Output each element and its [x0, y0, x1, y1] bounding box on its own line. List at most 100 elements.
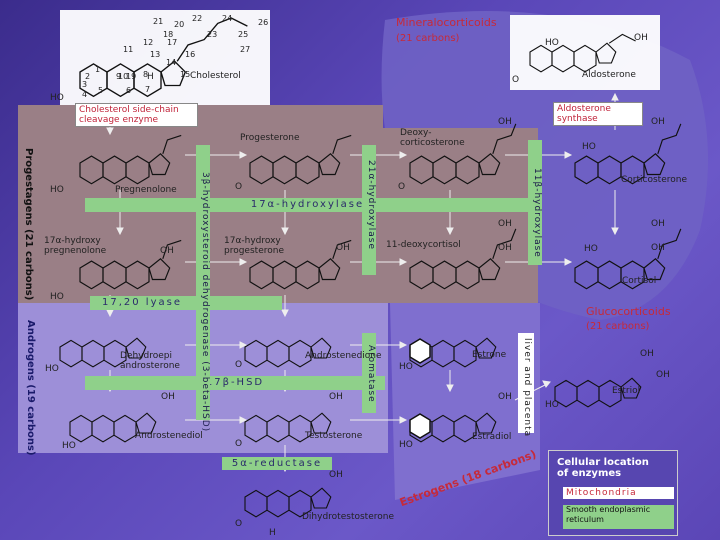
estrone-name: Estrone	[472, 350, 507, 360]
hydroxylase17-bar: 17α-hydroxylase	[85, 198, 530, 212]
deoxycorticosterone-name: Deoxy- corticosterone	[400, 128, 465, 148]
side-chain-enzyme-box: Cholesterol side-chain cleavage enzyme	[75, 103, 198, 127]
hsd3b-label: 3β-hydroxysteroid dehydrogenase (3-beta-…	[200, 172, 210, 433]
carbon-number: 19	[126, 72, 137, 81]
glucocorticoids-carbons: (21 carbons)	[586, 321, 650, 332]
estradiol-oh: OH	[498, 392, 512, 402]
oh-progesterone-structure	[249, 239, 352, 290]
carbon-number: 3	[82, 80, 88, 89]
androstenediol-name: Androstenediol	[135, 431, 203, 441]
carbon-number: 11	[123, 45, 134, 54]
carbon-number: 14	[166, 58, 177, 67]
hydroxylase11-label: 11β-hydroxylase	[532, 168, 542, 258]
aldosterone-structure	[529, 33, 636, 73]
carbon-number: 15	[180, 70, 191, 79]
legend-title: Cellular location of enzymes	[557, 457, 649, 479]
aromatic-rings	[409, 338, 431, 439]
carbon-number: 18	[163, 30, 174, 39]
carbon-number: 8	[143, 70, 149, 79]
oh-pregnenolone-structure	[79, 239, 182, 290]
aldosterone-name: Aldosterone	[582, 70, 636, 80]
hsd17-label: 17β-HSD	[205, 377, 265, 388]
progesterone-o: O	[235, 182, 243, 192]
oh-pregnenolone-oh: OH	[160, 246, 174, 256]
cholesterol-name: Cholesterol	[190, 71, 241, 81]
estradiol-name: Estradiol	[472, 432, 512, 442]
carbon-number: 25	[238, 30, 249, 39]
corticosterone-oh: OH	[651, 117, 665, 127]
cortisol-structure	[574, 228, 682, 290]
pregnenolone-name: Pregnenolone	[115, 185, 177, 195]
cortisol-name: Cortisol	[622, 276, 657, 286]
deoxycorticosterone-o: O	[398, 182, 406, 192]
androstenediol-oh: OH	[161, 392, 175, 402]
carbon-number: 9	[116, 72, 122, 81]
legend-er: Smooth endoplasmic reticulum	[563, 505, 674, 529]
testosterone-name: Testosterone	[305, 431, 363, 441]
lyase-label: 17,20 lyase	[102, 297, 182, 308]
androstenedione-o: O	[235, 360, 243, 370]
hydroxylase11-bar	[528, 140, 542, 265]
carbon-number: 26	[258, 18, 269, 27]
carbon-number: 17	[167, 38, 178, 47]
androgens-label: Androgens (19 carbons)	[25, 320, 36, 456]
carbon-number: 21	[153, 17, 164, 26]
pregnenolone-ho: HO	[50, 185, 64, 195]
reductase-bar: 5α-reductase	[222, 457, 332, 470]
cortisol-oh-top: OH	[651, 219, 665, 229]
dht-h: H	[269, 528, 276, 538]
aromatase-bar	[362, 333, 376, 413]
dht-o: O	[235, 519, 243, 529]
carbon-number: 23	[207, 30, 218, 39]
estriol-oh-2: OH	[656, 370, 670, 380]
oh-progesterone-oh: OH	[336, 243, 350, 253]
carbon-number: 27	[240, 45, 251, 54]
carbon-number: 13	[150, 50, 161, 59]
carbon-number: 2	[85, 72, 91, 81]
androstenedione-name: Androstenedione	[305, 351, 382, 361]
carbon-number: 7	[145, 85, 151, 94]
carbon-number: 24	[222, 14, 233, 23]
progesterone-structure	[249, 134, 352, 185]
progestagens-region	[18, 128, 538, 303]
mineralocorticoids-label: Mineralocorticoids	[396, 16, 497, 29]
pregnenolone-structure	[79, 134, 182, 185]
dhea-ho: HO	[45, 364, 59, 374]
estriol-ho: HO	[545, 400, 559, 410]
carbon-number: 20	[174, 20, 185, 29]
liver-label: liver and placenta	[522, 338, 532, 438]
carbon-number: 6	[126, 86, 132, 95]
aldosterone-oh: OH	[634, 33, 648, 43]
oh-progesterone-name: 17α-hydroxy progesterone	[224, 236, 284, 256]
glucocorticoids-label: Glucocorticoids	[586, 305, 671, 318]
corticosterone-structure	[574, 123, 682, 185]
dht-oh: OH	[329, 470, 343, 480]
estradiol-ho: HO	[399, 440, 413, 450]
aldosterone-o: O	[512, 75, 520, 85]
cholesterol-structure	[79, 17, 248, 97]
deoxycorticosterone-structure	[409, 123, 517, 185]
carbon-number: 22	[192, 14, 203, 23]
hydroxylase17-label: 17α-hydroxylase	[250, 199, 365, 210]
legend-mitochondria: Mitochondria	[563, 487, 674, 499]
carbon-number: 16	[185, 50, 196, 59]
deoxycorticosterone-oh: OH	[498, 117, 512, 127]
hsd3b-bar	[196, 145, 210, 420]
deoxycortisol-name: 11-deoxycortisol	[386, 240, 461, 250]
corticosterone-name: Corticosterone	[621, 175, 687, 185]
testosterone-oh: OH	[329, 392, 343, 402]
aldosterone-ho: HO	[545, 38, 559, 48]
oh-pregnenolone-ho: HO	[50, 292, 64, 302]
progesterone-name: Progesterone	[240, 133, 300, 143]
testosterone-o: O	[235, 439, 243, 449]
deoxycortisol-oh-top: OH	[498, 219, 512, 229]
legend-box: Cellular location of enzymes Mitochondri…	[548, 450, 678, 536]
cholesterol-ho: HO	[50, 93, 64, 103]
hydroxylase21-label: 21α-hydroxylase	[366, 160, 376, 251]
estrone-ho: HO	[399, 362, 413, 372]
oh-pregnenolone-name: 17α-hydroxy pregnenolone	[44, 236, 107, 256]
cholesterol-h: H	[147, 72, 154, 82]
hydroxylase21-bar	[362, 145, 376, 275]
reductase-label: 5α-reductase	[231, 458, 323, 469]
